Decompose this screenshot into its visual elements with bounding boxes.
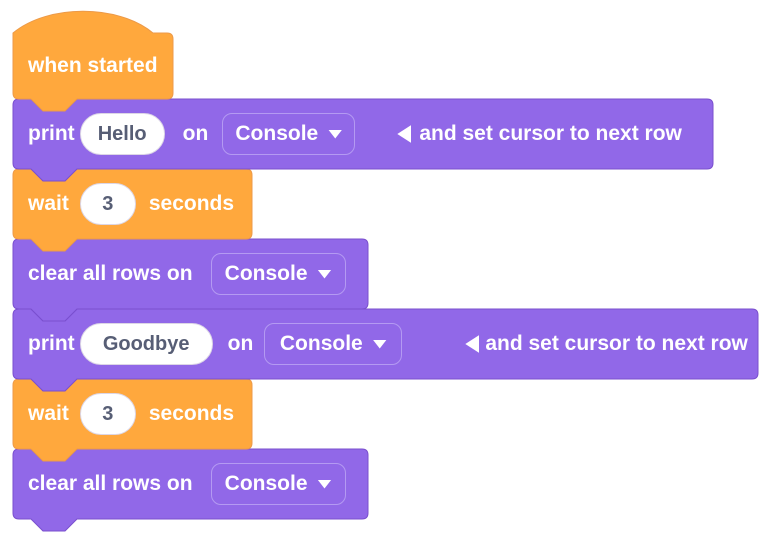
wait-label: wait (28, 402, 69, 425)
console-dropdown[interactable]: Console (210, 253, 346, 295)
console-dropdown-value: Console (279, 332, 363, 355)
wait-duration-value: 3 (102, 402, 114, 425)
dropdown-caret-icon (328, 129, 343, 139)
block-shape-clear-second[interactable] (12, 448, 369, 532)
dropdown-caret-icon (317, 479, 332, 489)
print-suffix-label: and set cursor to next row (485, 332, 748, 355)
block-shape-print-hello[interactable] (12, 98, 714, 182)
dropdown-caret-icon (372, 339, 387, 349)
clear-all-rows-label: clear all rows on (28, 472, 193, 495)
print-text-value: Hello (97, 122, 147, 145)
clear-all-rows-label: clear all rows on (28, 262, 193, 285)
on-label: on (182, 122, 209, 145)
block-shape-when-started[interactable] (12, 10, 174, 112)
print-text-input[interactable]: Goodbye (79, 323, 213, 365)
collapse-arrow-icon[interactable] (465, 335, 480, 353)
collapse-arrow-icon[interactable] (397, 125, 412, 143)
console-dropdown-value: Console (224, 262, 308, 285)
console-dropdown-value: Console (235, 122, 319, 145)
console-dropdown[interactable]: Console (264, 323, 403, 365)
print-label: print (28, 332, 75, 355)
console-dropdown-value: Console (224, 472, 308, 495)
print-text-value: Goodbye (102, 332, 190, 355)
wait-duration-input[interactable]: 3 (79, 183, 136, 225)
block-clear-first[interactable]: clear all rows on Console (13, 239, 368, 309)
wait-duration-input[interactable]: 3 (79, 393, 136, 435)
wait-label: wait (28, 192, 69, 215)
print-text-input[interactable]: Hello (79, 113, 165, 155)
block-wait-first[interactable]: wait 3 seconds (13, 169, 252, 239)
print-suffix-label: and set cursor to next row (419, 122, 682, 145)
print-label: print (28, 122, 75, 145)
block-when-started[interactable]: when started (13, 33, 173, 99)
dropdown-caret-icon (317, 269, 332, 279)
block-clear-second[interactable]: clear all rows on Console (13, 449, 368, 519)
console-dropdown[interactable]: Console (222, 113, 356, 155)
seconds-label: seconds (148, 192, 235, 215)
block-shape-clear-first[interactable] (12, 238, 369, 322)
seconds-label: seconds (148, 402, 235, 425)
block-print-hello[interactable]: print Hello on Console and set cursor to… (13, 99, 713, 169)
block-wait-second[interactable]: wait 3 seconds (13, 379, 252, 449)
when-started-label: when started (28, 54, 158, 77)
on-label: on (227, 332, 254, 355)
block-print-goodbye[interactable]: print Goodbye on Console and set cursor … (13, 309, 758, 379)
wait-duration-value: 3 (102, 192, 114, 215)
console-dropdown[interactable]: Console (210, 463, 346, 505)
